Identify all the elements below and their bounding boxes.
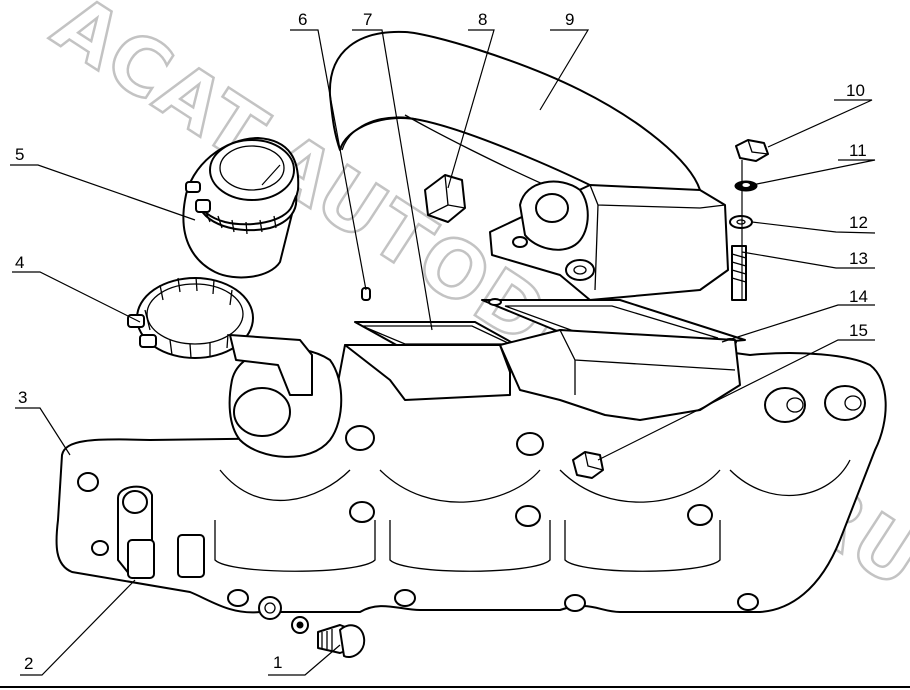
part-2-bracket [117, 485, 205, 579]
callout-15: 15 [849, 321, 868, 340]
callout-4: 4 [15, 253, 24, 272]
leader-lines [10, 29, 876, 676]
part-8-plug [424, 174, 466, 223]
part-11-washer [734, 180, 758, 192]
callout-13: 13 [849, 249, 868, 268]
part-5-hose [182, 137, 300, 279]
part-4-clamp [127, 276, 254, 359]
callout-2: 2 [24, 654, 33, 673]
callout-8: 8 [478, 10, 487, 29]
part-1-bolt-assembly [258, 596, 366, 658]
callout-10: 10 [846, 81, 865, 100]
part-12-washer [729, 215, 753, 229]
callout-9: 9 [565, 10, 574, 29]
callout-3: 3 [18, 388, 27, 407]
callout-5: 5 [15, 145, 24, 164]
callout-12: 12 [849, 213, 868, 232]
callout-14: 14 [849, 287, 868, 306]
callout-1: 1 [273, 653, 282, 672]
part-3-manifold [55, 329, 887, 614]
part-10-bolt [735, 139, 769, 162]
part-13-stud [731, 245, 747, 301]
part-7-plate [354, 321, 521, 348]
callout-6: 6 [298, 10, 307, 29]
callout-labels: 1 2 3 4 5 6 7 8 9 10 11 12 13 14 15 [15, 10, 868, 673]
part-9-flange [489, 180, 729, 301]
callout-7: 7 [363, 10, 372, 29]
part-15-bolt [572, 451, 604, 479]
callout-11: 11 [849, 141, 867, 160]
